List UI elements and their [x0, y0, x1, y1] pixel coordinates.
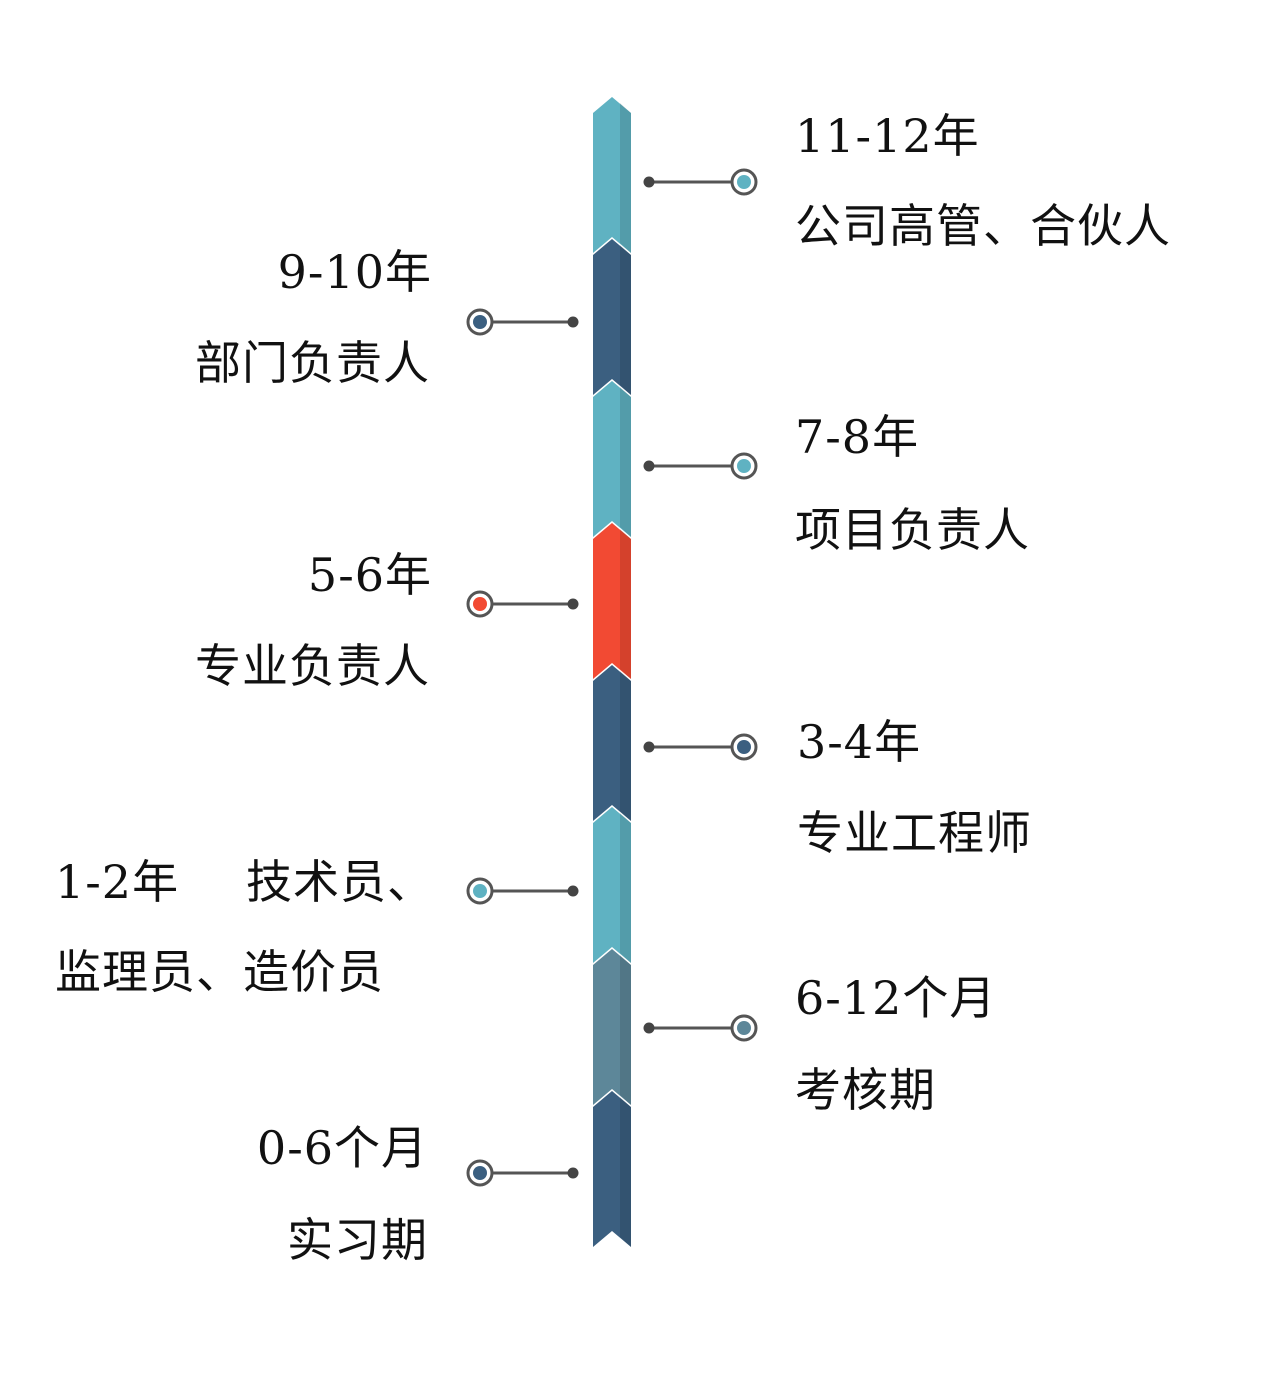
connector-anchor-dot-6 [567, 885, 579, 897]
stage-6-role-line2: 监理员、造价员 [55, 945, 384, 999]
timeline-segment-shade-3 [620, 387, 631, 537]
timeline-segment-4 [593, 523, 631, 679]
stage-6-period: 1-2年 [55, 855, 180, 909]
timeline-segment-1 [593, 97, 631, 253]
timeline-segment-shade-5 [620, 671, 631, 821]
stage-3-role: 项目负责人 [795, 503, 1030, 557]
stage-7-period: 6-12个月 [795, 971, 997, 1025]
connector-anchor-dot-3 [643, 460, 655, 472]
stage-4-period: 5-6年 [307, 548, 432, 602]
stage-marker-dot-7 [737, 1021, 751, 1035]
stage-marker-dot-1 [737, 175, 751, 189]
timeline-segment-5 [593, 665, 631, 821]
stage-6-role-line1: 技术员、 [246, 855, 434, 909]
timeline-segment-2 [593, 239, 631, 395]
timeline-segment-3 [593, 381, 631, 537]
stage-8-period: 0-6个月 [256, 1121, 428, 1175]
stage-3-period: 7-8年 [795, 410, 920, 464]
stage-1-period: 11-12年 [795, 109, 980, 163]
stage-marker-dot-2 [473, 315, 487, 329]
stage-4-role: 专业负责人 [195, 639, 430, 693]
timeline-segment-shade-7 [620, 955, 631, 1105]
stage-1-role: 公司高管、合伙人 [795, 199, 1171, 253]
timeline-segment-8 [593, 1091, 631, 1247]
timeline-segment-shade-4 [620, 529, 631, 679]
stage-7-role: 考核期 [795, 1063, 936, 1117]
timeline-segment-shade-1 [620, 103, 631, 253]
connector-anchor-dot-4 [567, 598, 579, 610]
stage-5-role: 专业工程师 [797, 806, 1032, 860]
stage-2-period: 9-10年 [277, 245, 432, 299]
connector-anchor-dot-2 [567, 316, 579, 328]
connector-anchor-dot-7 [643, 1022, 655, 1034]
stage-marker-dot-3 [737, 459, 751, 473]
timeline-segment-shade-6 [620, 813, 631, 963]
connector-anchor-dot-5 [643, 741, 655, 753]
stage-marker-dot-6 [473, 884, 487, 898]
timeline-segment-7 [593, 949, 631, 1105]
connector-anchor-dot-8 [567, 1167, 579, 1179]
timeline-segment-shade-2 [620, 245, 631, 395]
stage-2-role: 部门负责人 [195, 336, 430, 390]
stage-marker-dot-4 [473, 597, 487, 611]
timeline-segment-shade-8 [620, 1097, 631, 1247]
stage-5-period: 3-4年 [797, 715, 922, 769]
timeline-segment-6 [593, 807, 631, 963]
stage-marker-dot-8 [473, 1166, 487, 1180]
stage-marker-dot-5 [737, 740, 751, 754]
stage-8-role: 实习期 [287, 1213, 428, 1267]
connector-anchor-dot-1 [643, 176, 655, 188]
